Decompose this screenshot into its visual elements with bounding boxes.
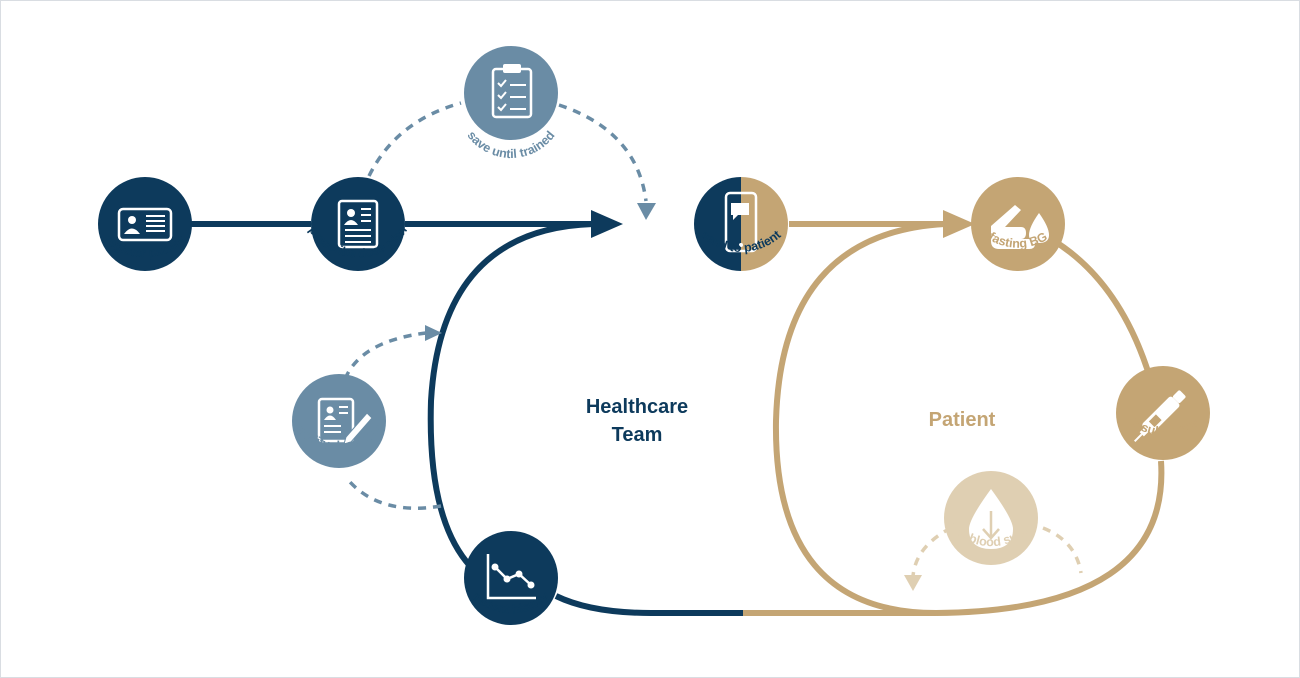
node-register-patient[interactable] bbox=[98, 177, 192, 271]
arrow-lowbs-down bbox=[904, 575, 922, 591]
document-person-icon bbox=[337, 199, 379, 249]
node-patient-history[interactable] bbox=[464, 531, 558, 625]
node-low-blood-sugar[interactable] bbox=[944, 471, 1038, 565]
node-fasting-bg[interactable] bbox=[971, 177, 1065, 271]
node-save-until-trained[interactable] bbox=[464, 46, 558, 140]
node-prescribe-dose-plan[interactable] bbox=[311, 177, 405, 271]
arrow-modify-to-loop bbox=[425, 325, 442, 341]
dashed-lowbs-right bbox=[1042, 526, 1083, 574]
arrow-save-to-send bbox=[637, 203, 656, 220]
patient-loop-arc bbox=[772, 221, 946, 616]
healthcare-loop-arc bbox=[427, 221, 594, 594]
patient-loop-right-upper bbox=[1049, 236, 1154, 382]
history-to-bottom-line bbox=[554, 593, 745, 616]
node-insulin-dose[interactable] bbox=[1116, 366, 1210, 460]
id-card-icon bbox=[117, 207, 173, 242]
label-fasting-bg: fasting BG bbox=[986, 229, 1049, 250]
insulin-pen-icon bbox=[1134, 390, 1186, 442]
patient-loop-title: Patient bbox=[929, 409, 996, 431]
blood-drop-down-arrow-icon bbox=[969, 489, 1013, 549]
node-send-to-patient[interactable] bbox=[694, 177, 788, 271]
arrow-to-fasting bbox=[943, 210, 975, 238]
dashed-save-to-send bbox=[558, 103, 648, 202]
node-modify-dose-plan[interactable] bbox=[292, 374, 386, 468]
document-edit-icon bbox=[317, 397, 373, 445]
finger-blood-drop-icon bbox=[991, 205, 1049, 249]
line-chart-icon bbox=[486, 554, 536, 600]
dashed-modify-up bbox=[343, 331, 427, 380]
healthcare-team-title-line1: Healthcare bbox=[586, 396, 688, 418]
smartphone-message-icon bbox=[724, 191, 758, 253]
dashed-lowbs-left bbox=[911, 526, 952, 577]
healthcare-team-title-line2: Team bbox=[612, 424, 663, 446]
patient-loop-right-lower bbox=[935, 460, 1165, 616]
dashed-prescribe-to-save bbox=[367, 101, 462, 177]
arrow-to-send bbox=[591, 210, 623, 238]
clipboard-checklist-icon bbox=[491, 64, 533, 119]
dashed-loop-to-modify bbox=[347, 479, 442, 510]
